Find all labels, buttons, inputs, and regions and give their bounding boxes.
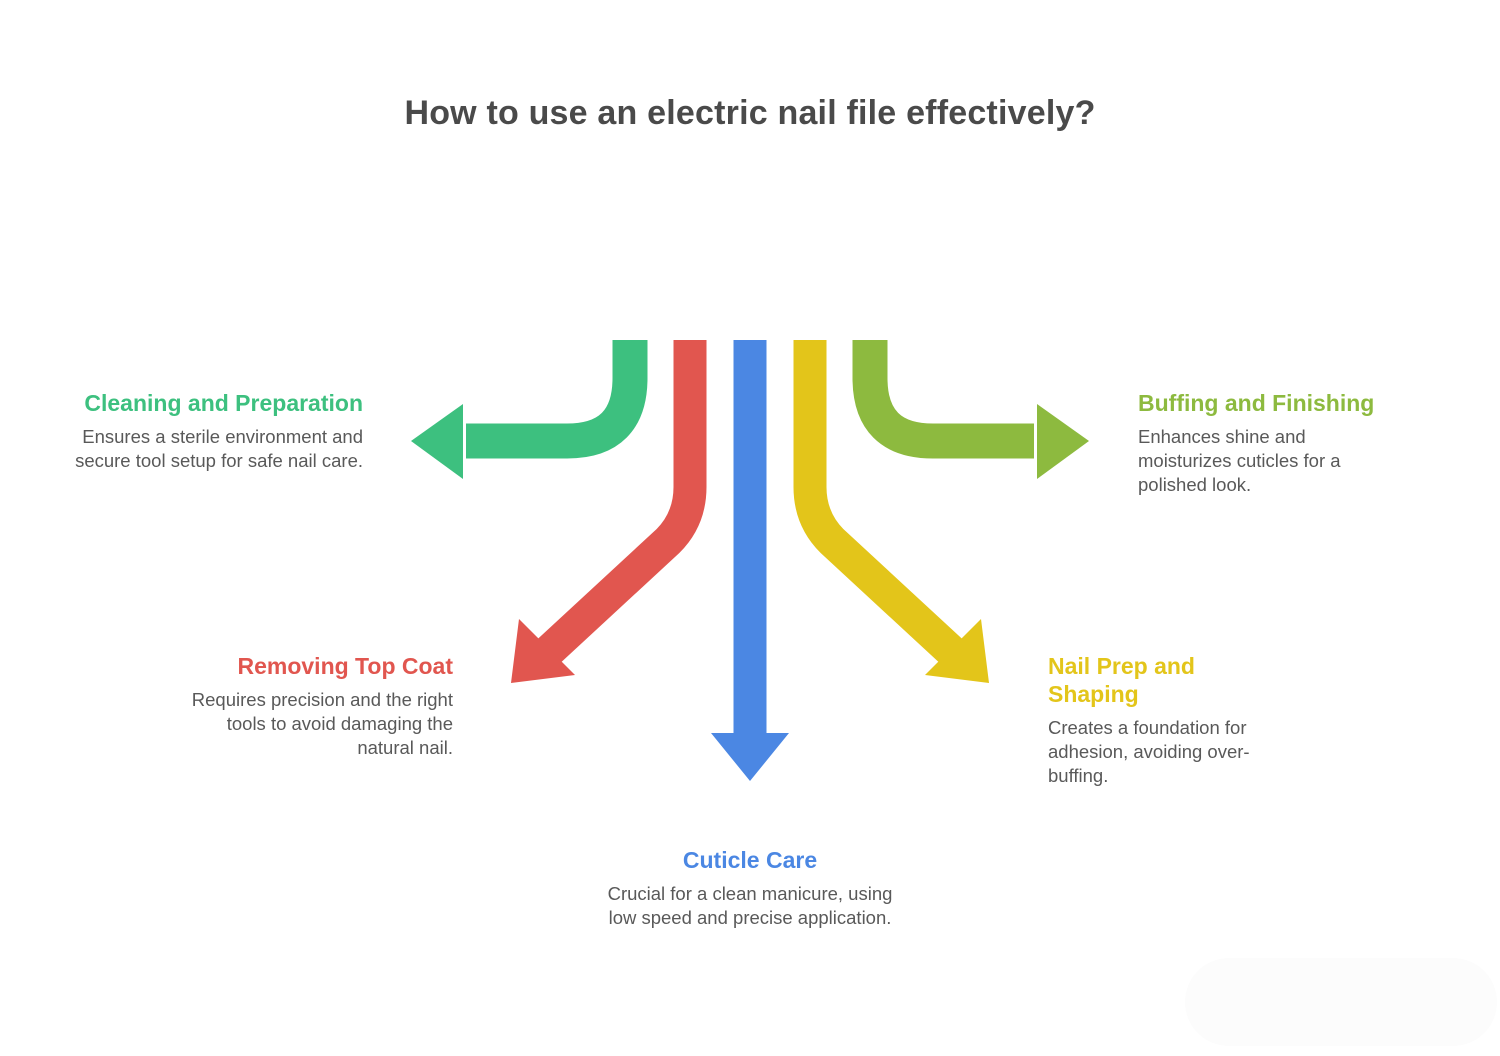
item-removing-title: Removing Top Coat bbox=[237, 653, 453, 679]
item-cleaning-description: Ensures a sterile environment and secure… bbox=[75, 426, 363, 471]
item-cleaning-and-preparation: Cleaning and Preparation Ensures a steri… bbox=[73, 389, 363, 473]
arrow-nail-prep-and-shaping bbox=[793, 340, 989, 683]
item-buffing-title: Buffing and Finishing bbox=[1138, 390, 1375, 416]
item-nail-prep-and-shaping: Nail Prep and Shaping Creates a foundati… bbox=[1048, 652, 1278, 788]
item-cuticle-description: Crucial for a clean manicure, using low … bbox=[607, 883, 893, 928]
arrow-cuticle-care bbox=[711, 340, 789, 781]
arrow-cuticle-head bbox=[711, 733, 789, 781]
item-buffing-description: Enhances shine and moisturizes cuticles … bbox=[1138, 426, 1341, 495]
arrow-buffing-and-finishing bbox=[852, 340, 1089, 479]
arrow-removing-head bbox=[511, 619, 575, 683]
arrow-cleaning-and-preparation bbox=[411, 340, 648, 479]
arrow-nailprep-shaft bbox=[793, 340, 963, 664]
item-nailprep-title: Nail Prep and Shaping bbox=[1048, 653, 1195, 707]
item-removing-top-coat: Removing Top Coat Requires precision and… bbox=[173, 652, 453, 760]
arrow-buffing-shaft bbox=[852, 340, 1034, 459]
item-cuticle-title: Cuticle Care bbox=[682, 847, 818, 873]
arrow-buffing-head bbox=[1037, 404, 1089, 479]
arrow-removing-top-coat bbox=[511, 340, 707, 683]
page-title: How to use an electric nail file effecti… bbox=[404, 94, 1096, 132]
watermark-placeholder bbox=[1185, 958, 1497, 1046]
item-nailprep-description: Creates a foundation for adhesion, avoid… bbox=[1048, 717, 1250, 786]
item-cleaning-title: Cleaning and Preparation bbox=[84, 390, 363, 416]
item-removing-description: Requires precision and the right tools t… bbox=[191, 689, 453, 758]
item-cuticle-care: Cuticle Care Crucial for a clean manicur… bbox=[600, 846, 900, 930]
arrow-nailprep-head bbox=[925, 619, 989, 683]
item-buffing-and-finishing: Buffing and Finishing Enhances shine and… bbox=[1138, 389, 1383, 497]
arrow-cleaning-head bbox=[411, 404, 463, 479]
arrow-cleaning-shaft bbox=[466, 340, 648, 459]
arrow-removing-shaft bbox=[537, 340, 707, 664]
